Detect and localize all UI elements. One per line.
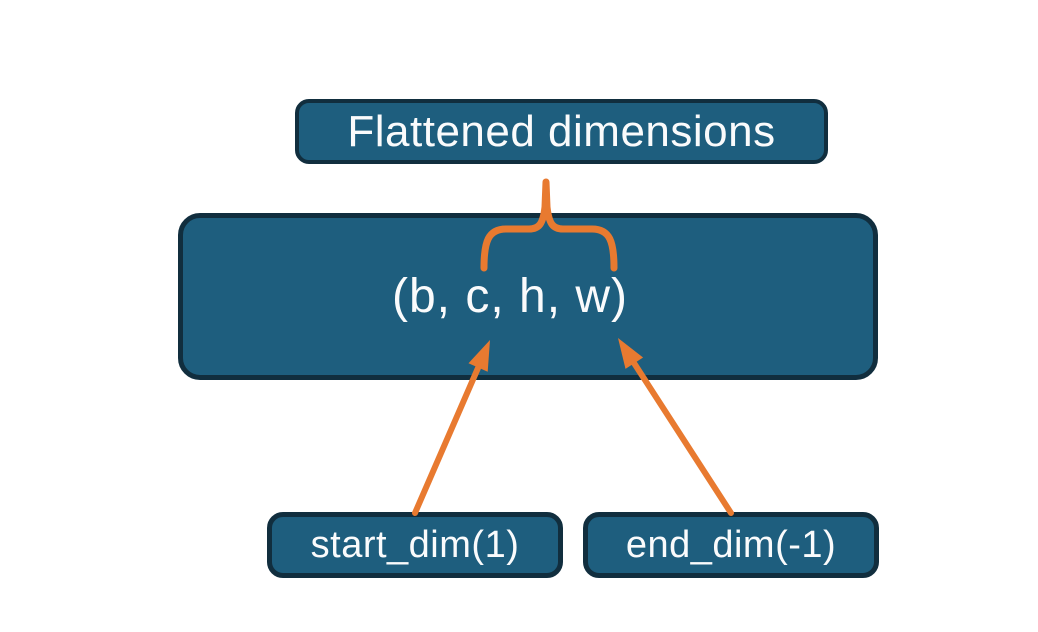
start-dim-box: start_dim(1)	[267, 512, 563, 578]
tensor-shape-box: (b, c, h, w)	[178, 213, 878, 380]
flattened-dimensions-label: Flattened dimensions	[347, 106, 776, 156]
start-dim-label: start_dim(1)	[310, 523, 520, 566]
end-dim-box: end_dim(-1)	[583, 512, 879, 578]
tensor-shape-label: (b, c, h, w)	[391, 270, 629, 323]
flattened-dimensions-box: Flattened dimensions	[295, 99, 828, 164]
end-dim-label: end_dim(-1)	[625, 523, 837, 566]
